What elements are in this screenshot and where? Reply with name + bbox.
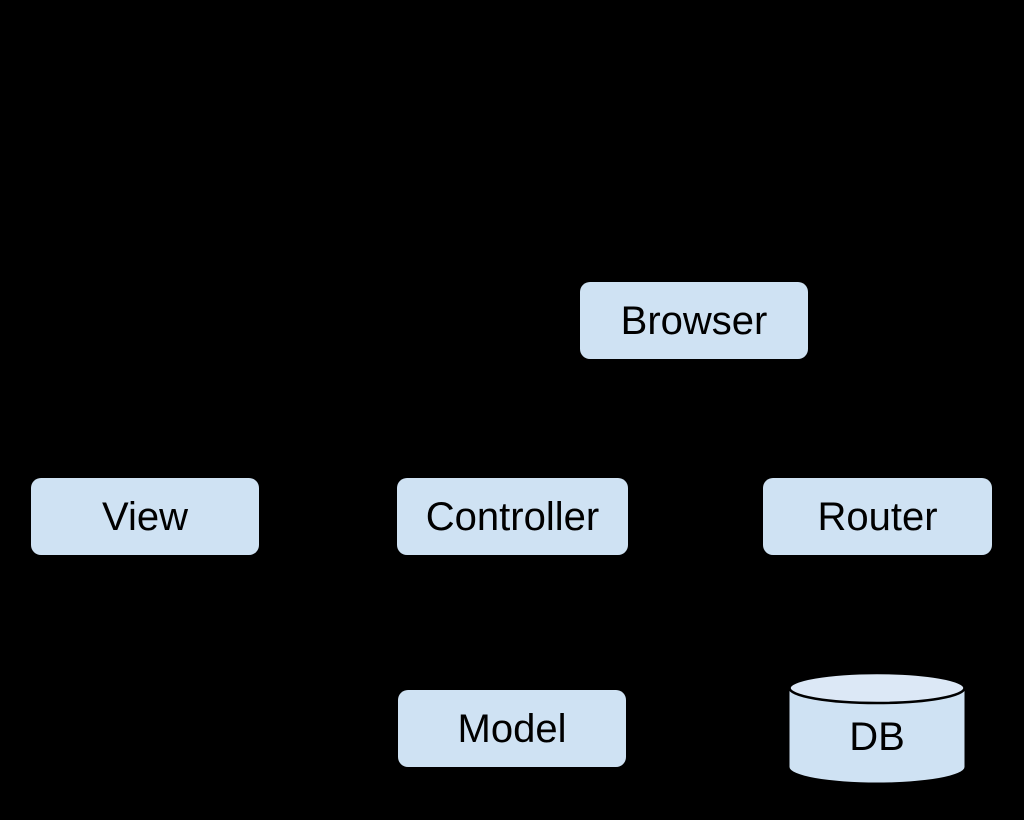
node-view: View: [31, 478, 259, 555]
node-router: Router: [763, 478, 992, 555]
cylinder-body: [789, 688, 965, 783]
node-model-label: Model: [457, 706, 567, 751]
node-db: DB: [788, 671, 966, 784]
node-model: Model: [398, 690, 626, 767]
database-cylinder-icon: [788, 671, 966, 783]
cylinder-top-ellipse: [788, 671, 966, 705]
node-router-label: Router: [817, 494, 938, 539]
node-view-label: View: [102, 494, 188, 539]
node-controller-label: Controller: [425, 494, 600, 539]
node-browser-label: Browser: [620, 298, 768, 343]
node-controller: Controller: [397, 478, 628, 555]
node-db-label: DB: [849, 714, 905, 759]
node-browser: Browser: [580, 282, 808, 359]
